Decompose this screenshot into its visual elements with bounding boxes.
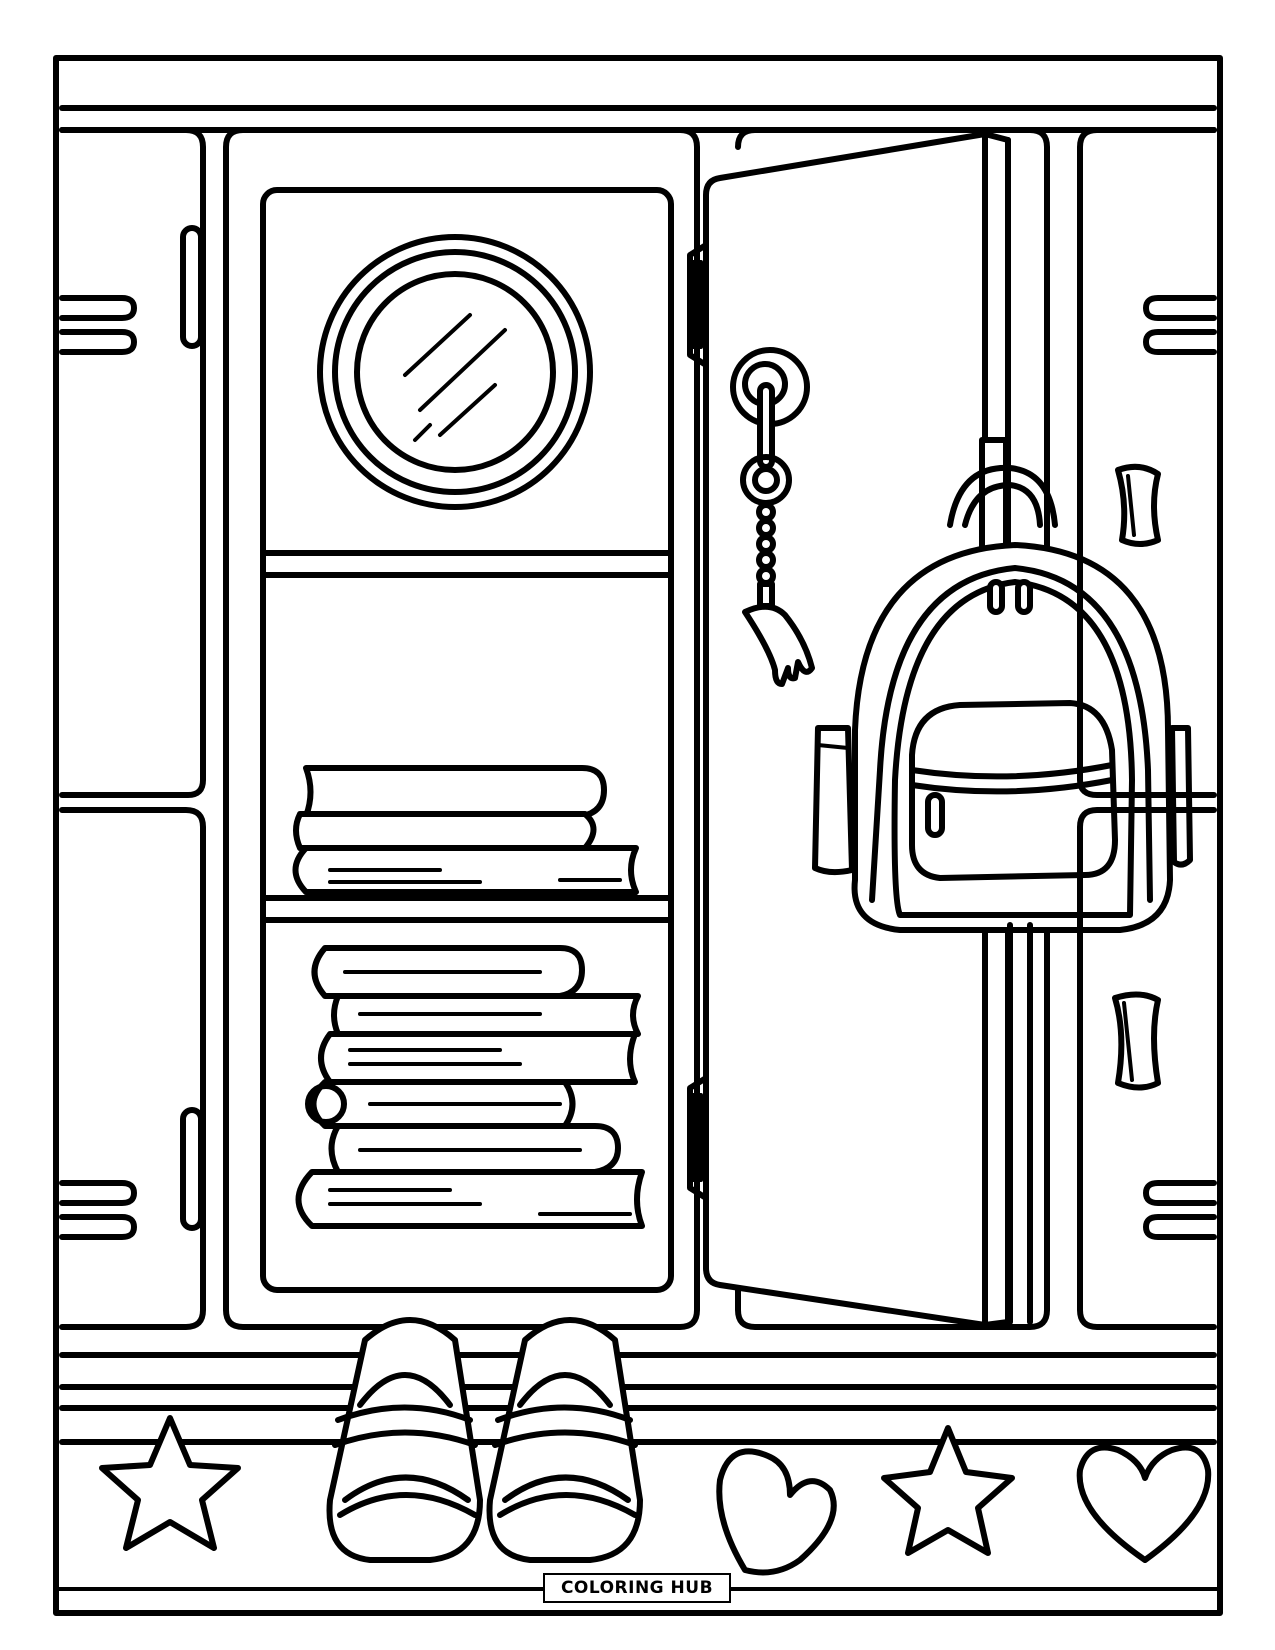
center-locker xyxy=(226,130,697,1327)
right-locker xyxy=(690,130,1047,1327)
far-right-locker xyxy=(1010,130,1214,1327)
heart-icon xyxy=(1080,1448,1209,1561)
star-icon xyxy=(884,1428,1012,1553)
locker-handle xyxy=(183,228,201,346)
book-stack-large xyxy=(299,948,643,1226)
vent-slot xyxy=(1146,332,1214,352)
vent-slot xyxy=(62,298,134,318)
locker-handle xyxy=(183,1110,201,1228)
vent-slot xyxy=(62,1217,134,1237)
left-locker xyxy=(62,130,203,1327)
brand-label: COLORING HUB xyxy=(560,1578,714,1598)
backpack-icon xyxy=(815,440,1190,930)
vent-slot xyxy=(1146,298,1214,318)
heart-icon xyxy=(719,1451,833,1572)
mirror-glare-icon xyxy=(405,315,470,375)
pocket-zipper xyxy=(912,765,1112,776)
round-mirror xyxy=(320,237,590,507)
star-icon xyxy=(102,1418,238,1548)
outer-frame xyxy=(56,58,1220,1613)
door-hinge xyxy=(690,245,706,365)
door-hinge xyxy=(690,1078,706,1198)
locker-handle xyxy=(1115,994,1158,1087)
front-pocket xyxy=(912,703,1115,878)
locker-interior xyxy=(263,190,671,1290)
vent-slot xyxy=(62,1183,134,1203)
vent-slot xyxy=(1146,1183,1214,1203)
keychain-icon xyxy=(733,350,812,684)
open-locker-door xyxy=(706,134,1190,1325)
vent-slot xyxy=(1146,1217,1214,1237)
vent-slot xyxy=(62,332,134,352)
slippers-icon xyxy=(330,1320,641,1560)
book-stack-small xyxy=(296,768,637,892)
brand-badge: COLORING HUB xyxy=(543,1573,731,1603)
